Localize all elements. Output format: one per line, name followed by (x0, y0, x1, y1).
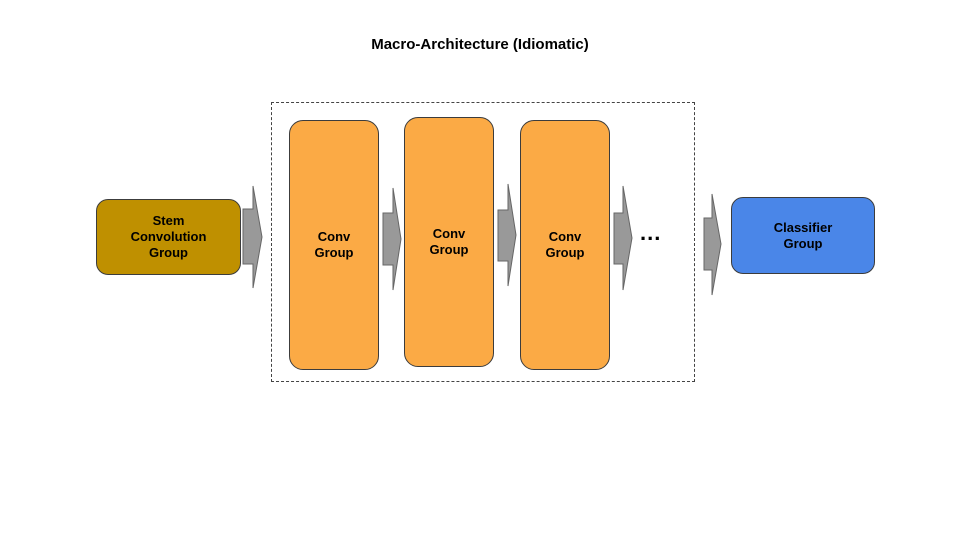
arrow-conv2-to-conv3 (497, 183, 517, 287)
conv-groups-dashed-frame (271, 102, 695, 382)
arrow-stem-to-conv1 (242, 185, 263, 289)
arrow-conv1-to-conv2 (382, 187, 402, 291)
conv-group-box-1: Conv Group (289, 120, 379, 370)
conv-group-box-3: Conv Group (520, 120, 610, 370)
diagram-title: Macro-Architecture (Idiomatic) (371, 36, 589, 53)
classifier-group-box: Classifier Group (731, 197, 875, 274)
arrow-to-classifier (703, 193, 722, 296)
stem-convolution-group-box: Stem Convolution Group (96, 199, 241, 275)
arrow-conv3-to-more (613, 185, 633, 291)
continuation-ellipsis: ... (640, 220, 662, 245)
conv-group-box-2: Conv Group (404, 117, 494, 367)
